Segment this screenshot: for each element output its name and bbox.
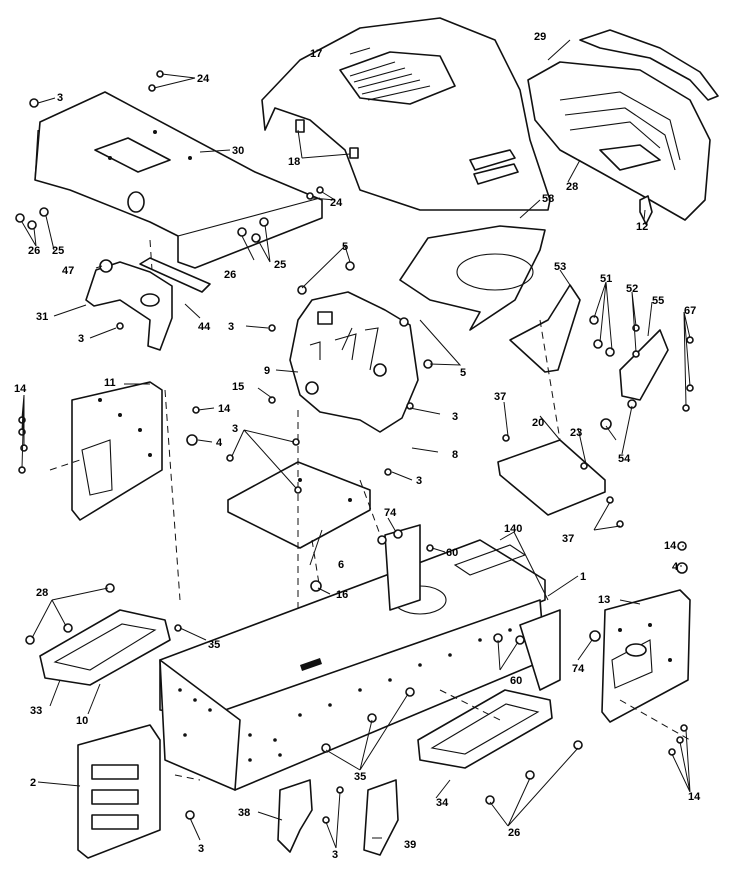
hardware: [15, 70, 694, 824]
side-panel-right: [601, 589, 691, 723]
callout-31: 31: [36, 311, 48, 323]
callout-35: 35: [354, 771, 366, 783]
side-panel-left: [71, 381, 163, 521]
main-frame: [159, 524, 561, 791]
battery-plate: [227, 461, 371, 549]
callout-3: 3: [332, 849, 338, 861]
callout-33: 33: [30, 705, 42, 717]
callout-53: 53: [554, 261, 566, 273]
callout-28: 28: [36, 587, 48, 599]
bracket-55: [619, 329, 669, 401]
callout-5: 5: [342, 241, 348, 253]
callout-20: 20: [532, 417, 544, 429]
callout-17: 17: [310, 48, 322, 60]
callout-16: 16: [336, 589, 348, 601]
callout-39: 39: [404, 839, 416, 851]
callout-4: 4: [216, 437, 223, 449]
callout-8: 8: [452, 449, 458, 461]
callout-24: 24: [330, 197, 343, 209]
callout-3: 3: [228, 321, 234, 333]
callout-74: 74: [572, 663, 585, 675]
leader-lines: [21, 39, 691, 849]
callout-4: 4: [672, 561, 679, 573]
callout-18: 18: [288, 156, 300, 168]
brace-44: [139, 257, 211, 293]
callout-37: 37: [562, 533, 574, 545]
bracket-38: [277, 779, 313, 853]
callout-52: 52: [626, 283, 638, 295]
callout-9: 9: [264, 365, 270, 377]
callout-14: 14: [218, 403, 231, 415]
callout-34: 34: [436, 797, 449, 809]
callout-numbers: 3 24 17 29 30 18 28 24 26 25 12 58 26 25…: [14, 31, 701, 861]
callout-74: 74: [384, 507, 397, 519]
callout-3: 3: [452, 411, 458, 423]
callout-3: 3: [57, 92, 63, 104]
callout-26: 26: [508, 827, 520, 839]
callout-10: 10: [76, 715, 88, 727]
bracket-39: [363, 779, 399, 856]
callout-14: 14: [688, 791, 701, 803]
callout-25: 25: [52, 245, 64, 257]
callout-23: 23: [570, 427, 582, 439]
dash-panel: [34, 91, 323, 269]
callout-3: 3: [416, 475, 422, 487]
callout-11: 11: [104, 377, 116, 389]
callout-44: 44: [198, 321, 211, 333]
callout-60: 60: [446, 547, 458, 559]
callout-26: 26: [28, 245, 40, 257]
callout-24: 24: [197, 73, 210, 85]
fuel-tank-support: [289, 291, 419, 433]
callout-60: 60: [510, 675, 522, 687]
callout-5: 5: [460, 367, 466, 379]
footrest-right: [417, 689, 553, 769]
nut-47: [99, 259, 113, 273]
callout-12: 12: [636, 221, 648, 233]
callout-6: 6: [338, 559, 344, 571]
callout-55: 55: [652, 295, 664, 307]
callout-3: 3: [78, 333, 84, 345]
callout-35: 35: [208, 639, 220, 651]
grille: [527, 61, 711, 221]
front-plate: [77, 724, 161, 859]
callout-3: 3: [198, 843, 204, 855]
callout-51: 51: [600, 273, 612, 285]
callout-14: 14: [664, 540, 677, 552]
callout-29: 29: [534, 31, 546, 43]
callout-13: 13: [598, 594, 610, 606]
axle-support-20: [497, 439, 606, 516]
callout-14: 14: [14, 383, 27, 395]
callout-28: 28: [566, 181, 578, 193]
callout-26: 26: [224, 269, 236, 281]
callout-47: 47: [62, 265, 74, 277]
callout-25: 25: [274, 259, 286, 271]
callout-140: 140: [504, 523, 522, 535]
hood-support: [399, 225, 546, 331]
callout-38: 38: [238, 807, 250, 819]
footrest-left: [39, 609, 171, 686]
hood: [261, 17, 551, 211]
steering-bracket-53: [509, 284, 581, 373]
callout-2: 2: [30, 777, 36, 789]
callout-15: 15: [232, 381, 244, 393]
callout-30: 30: [232, 145, 244, 157]
callout-3: 3: [232, 423, 238, 435]
callout-58: 58: [542, 193, 554, 205]
callout-67: 67: [684, 305, 696, 317]
callout-37: 37: [494, 391, 506, 403]
hood-latch: [639, 195, 653, 225]
mounting-bracket: [85, 261, 173, 351]
callout-54: 54: [618, 453, 631, 465]
callout-1: 1: [580, 571, 586, 583]
front-bumper: [579, 29, 719, 101]
